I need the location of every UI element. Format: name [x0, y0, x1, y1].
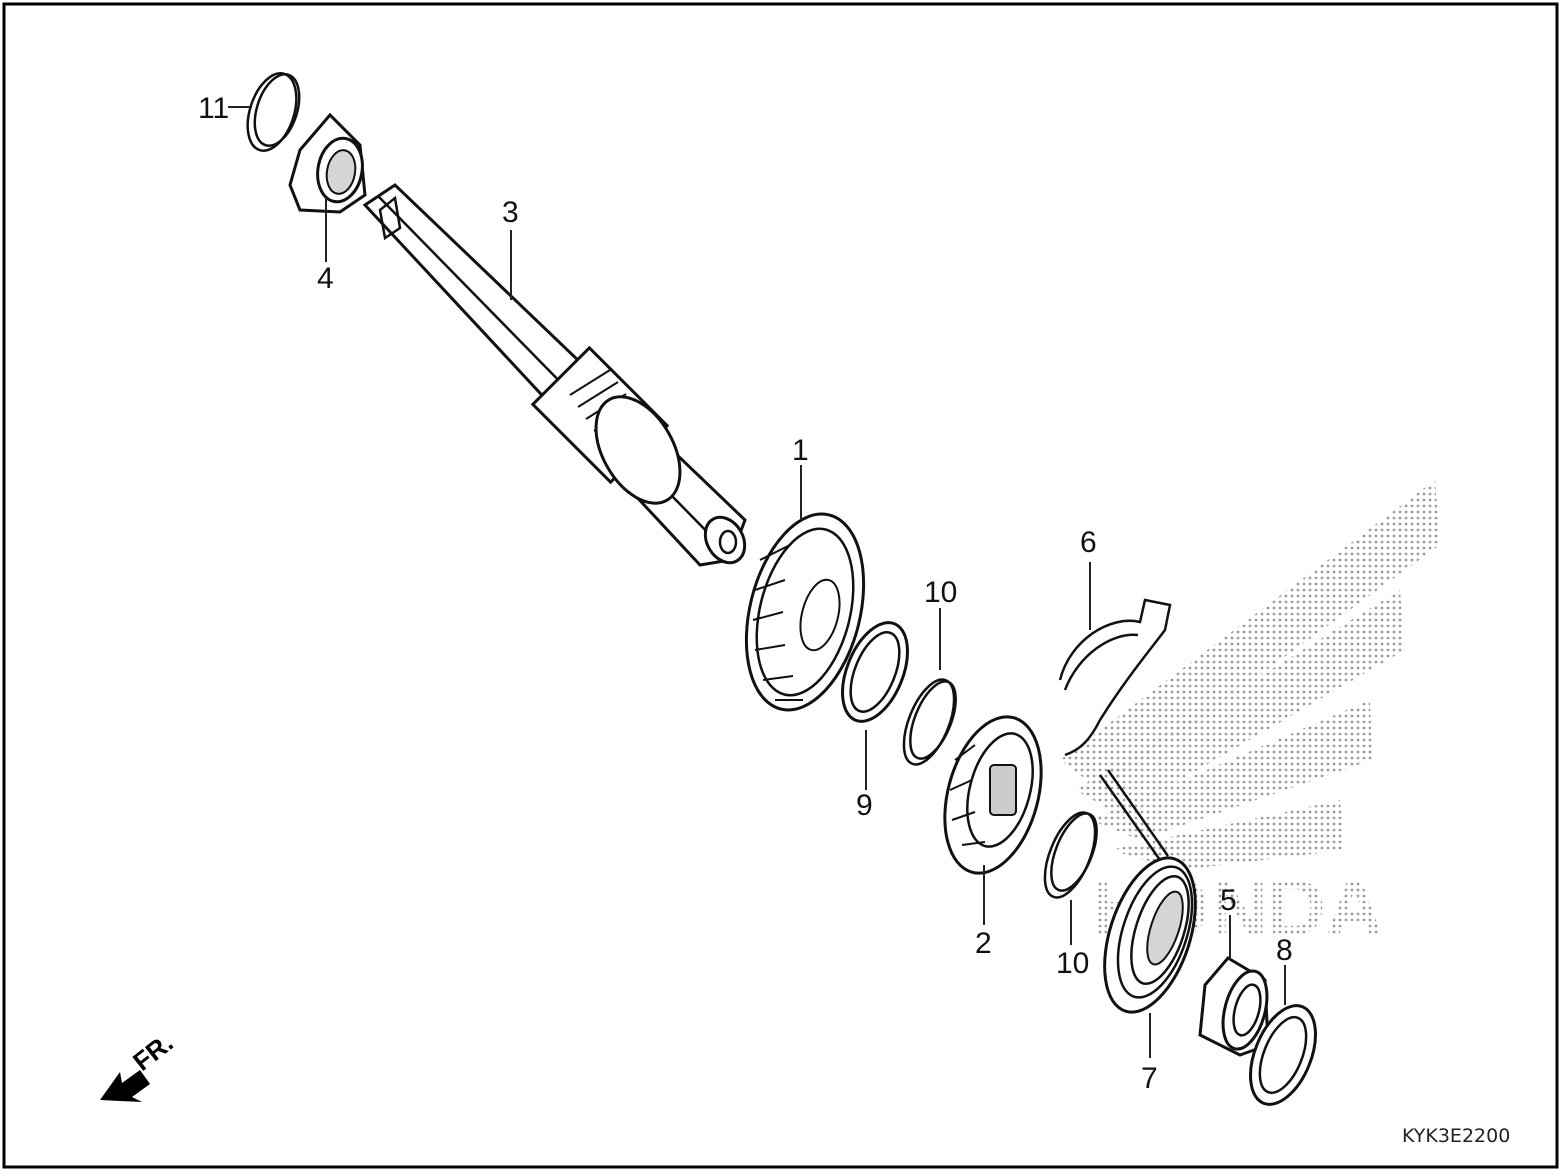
callout-4: 4	[317, 262, 334, 295]
callout-5: 5	[1220, 884, 1237, 917]
part-9-washer	[841, 621, 909, 723]
leader-lines	[228, 106, 1286, 1058]
part-11-circlip	[246, 72, 301, 152]
callout-9: 9	[856, 789, 873, 822]
part-7-return-spring	[1098, 769, 1197, 1014]
callout-7: 7	[1141, 1062, 1158, 1095]
part-8-washer	[1249, 1004, 1317, 1106]
callout-10-lower: 10	[1056, 947, 1089, 980]
callout-6: 6	[1080, 526, 1097, 559]
callout-2: 2	[975, 927, 992, 960]
front-arrow-icon	[100, 1070, 150, 1102]
part-1-gear	[744, 512, 866, 712]
callout-3: 3	[502, 196, 519, 229]
part-6-spring-clip	[1058, 598, 1172, 757]
callout-10-upper: 10	[924, 576, 957, 609]
part-4-guide	[288, 112, 367, 214]
callout-11: 11	[198, 92, 229, 125]
front-label: FR.	[127, 1027, 178, 1076]
part-2-ratchet	[943, 715, 1043, 875]
part-10-circlip-upper	[902, 678, 957, 766]
honda-wing-watermark: HONDA	[1060, 480, 1440, 952]
callout-1: 1	[792, 434, 809, 467]
callout-8: 8	[1276, 934, 1293, 967]
diagram-code: KYK3E2200	[1402, 1125, 1510, 1147]
part-10-circlip-lower	[1043, 811, 1098, 899]
part-3-shaft	[362, 183, 747, 567]
front-direction-marker: FR.	[100, 1027, 179, 1102]
